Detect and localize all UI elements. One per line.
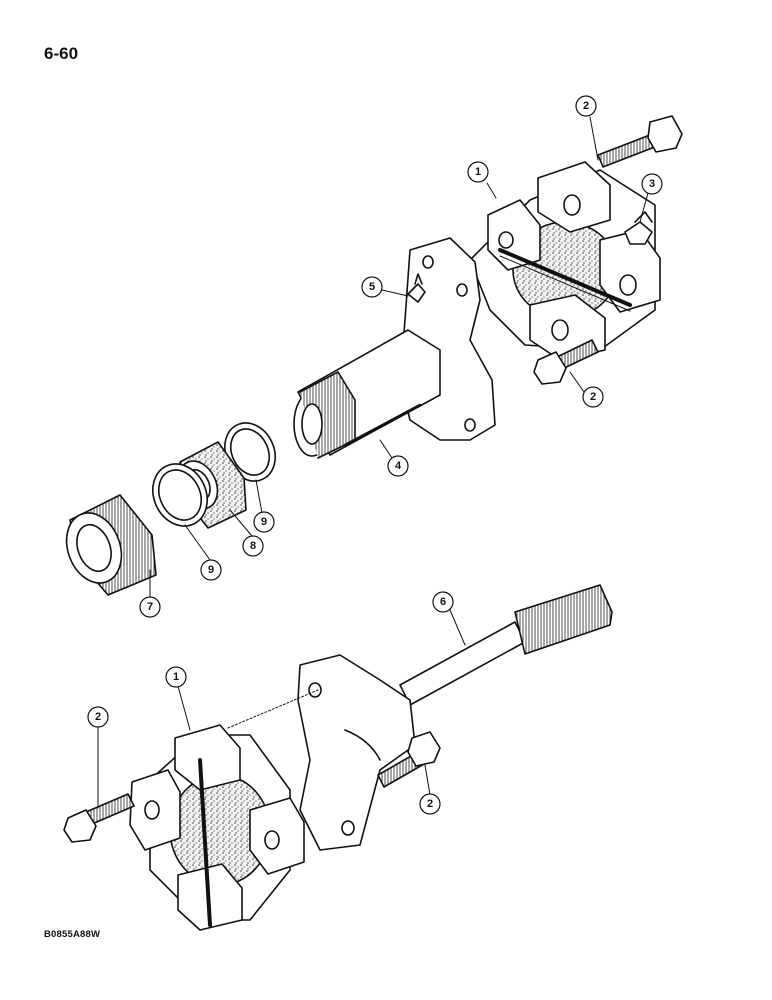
yoke-shaft-6 bbox=[297, 584, 613, 851]
bolt-bottom-left bbox=[63, 793, 135, 843]
slip-yoke-shaft bbox=[293, 237, 496, 459]
callout-circle-6 bbox=[432, 591, 454, 613]
callout-circle-7 bbox=[139, 596, 161, 618]
bolt-mid bbox=[533, 339, 599, 385]
universal-joint-bottom bbox=[129, 724, 305, 931]
callout-3: 3 bbox=[649, 178, 655, 190]
bolt-bottom-right bbox=[377, 731, 441, 788]
callout-1-bottom: 1 bbox=[173, 671, 179, 683]
callout-5: 5 bbox=[369, 281, 375, 293]
callout-circle-5 bbox=[361, 276, 383, 298]
callout-2-bottom-left: 2 bbox=[95, 711, 101, 723]
callout-circle-2-top bbox=[575, 95, 597, 117]
seal-ring-right bbox=[224, 422, 276, 482]
leader-lines bbox=[97, 116, 649, 809]
callout-2-bottom-right: 2 bbox=[427, 798, 433, 810]
callout-9-left: 9 bbox=[208, 564, 214, 576]
callout-9-right: 9 bbox=[261, 516, 267, 528]
callout-7: 7 bbox=[147, 601, 153, 613]
callout-circle-8 bbox=[242, 535, 264, 557]
callout-4: 4 bbox=[395, 460, 402, 472]
bolt-top bbox=[597, 115, 683, 168]
callout-circle-1-bottom bbox=[165, 666, 187, 688]
callout-circle-9-right bbox=[253, 511, 275, 533]
callout-2-mid: 2 bbox=[590, 391, 596, 403]
callout-6: 6 bbox=[440, 596, 446, 608]
callout-circle-2-mid bbox=[582, 386, 604, 408]
callout-circle-1-top bbox=[467, 161, 489, 183]
lock-nut-7 bbox=[65, 494, 157, 596]
callout-2-top: 2 bbox=[583, 100, 589, 112]
universal-joint-top bbox=[469, 161, 661, 361]
callout-circle-2-bottom-left bbox=[87, 706, 109, 728]
callout-8: 8 bbox=[250, 540, 256, 552]
callout-1-top: 1 bbox=[475, 166, 481, 178]
callout-circle-2-bottom-right bbox=[419, 793, 441, 815]
grease-fitting-3 bbox=[624, 211, 653, 245]
page-number: 6-60 bbox=[44, 44, 79, 63]
callout-circle-4 bbox=[387, 455, 409, 477]
callout-circle-9-left bbox=[200, 559, 222, 581]
seal-ring-left bbox=[152, 463, 208, 527]
figure-code: B0855A88W bbox=[44, 929, 101, 940]
callout-circle-3 bbox=[641, 173, 663, 195]
